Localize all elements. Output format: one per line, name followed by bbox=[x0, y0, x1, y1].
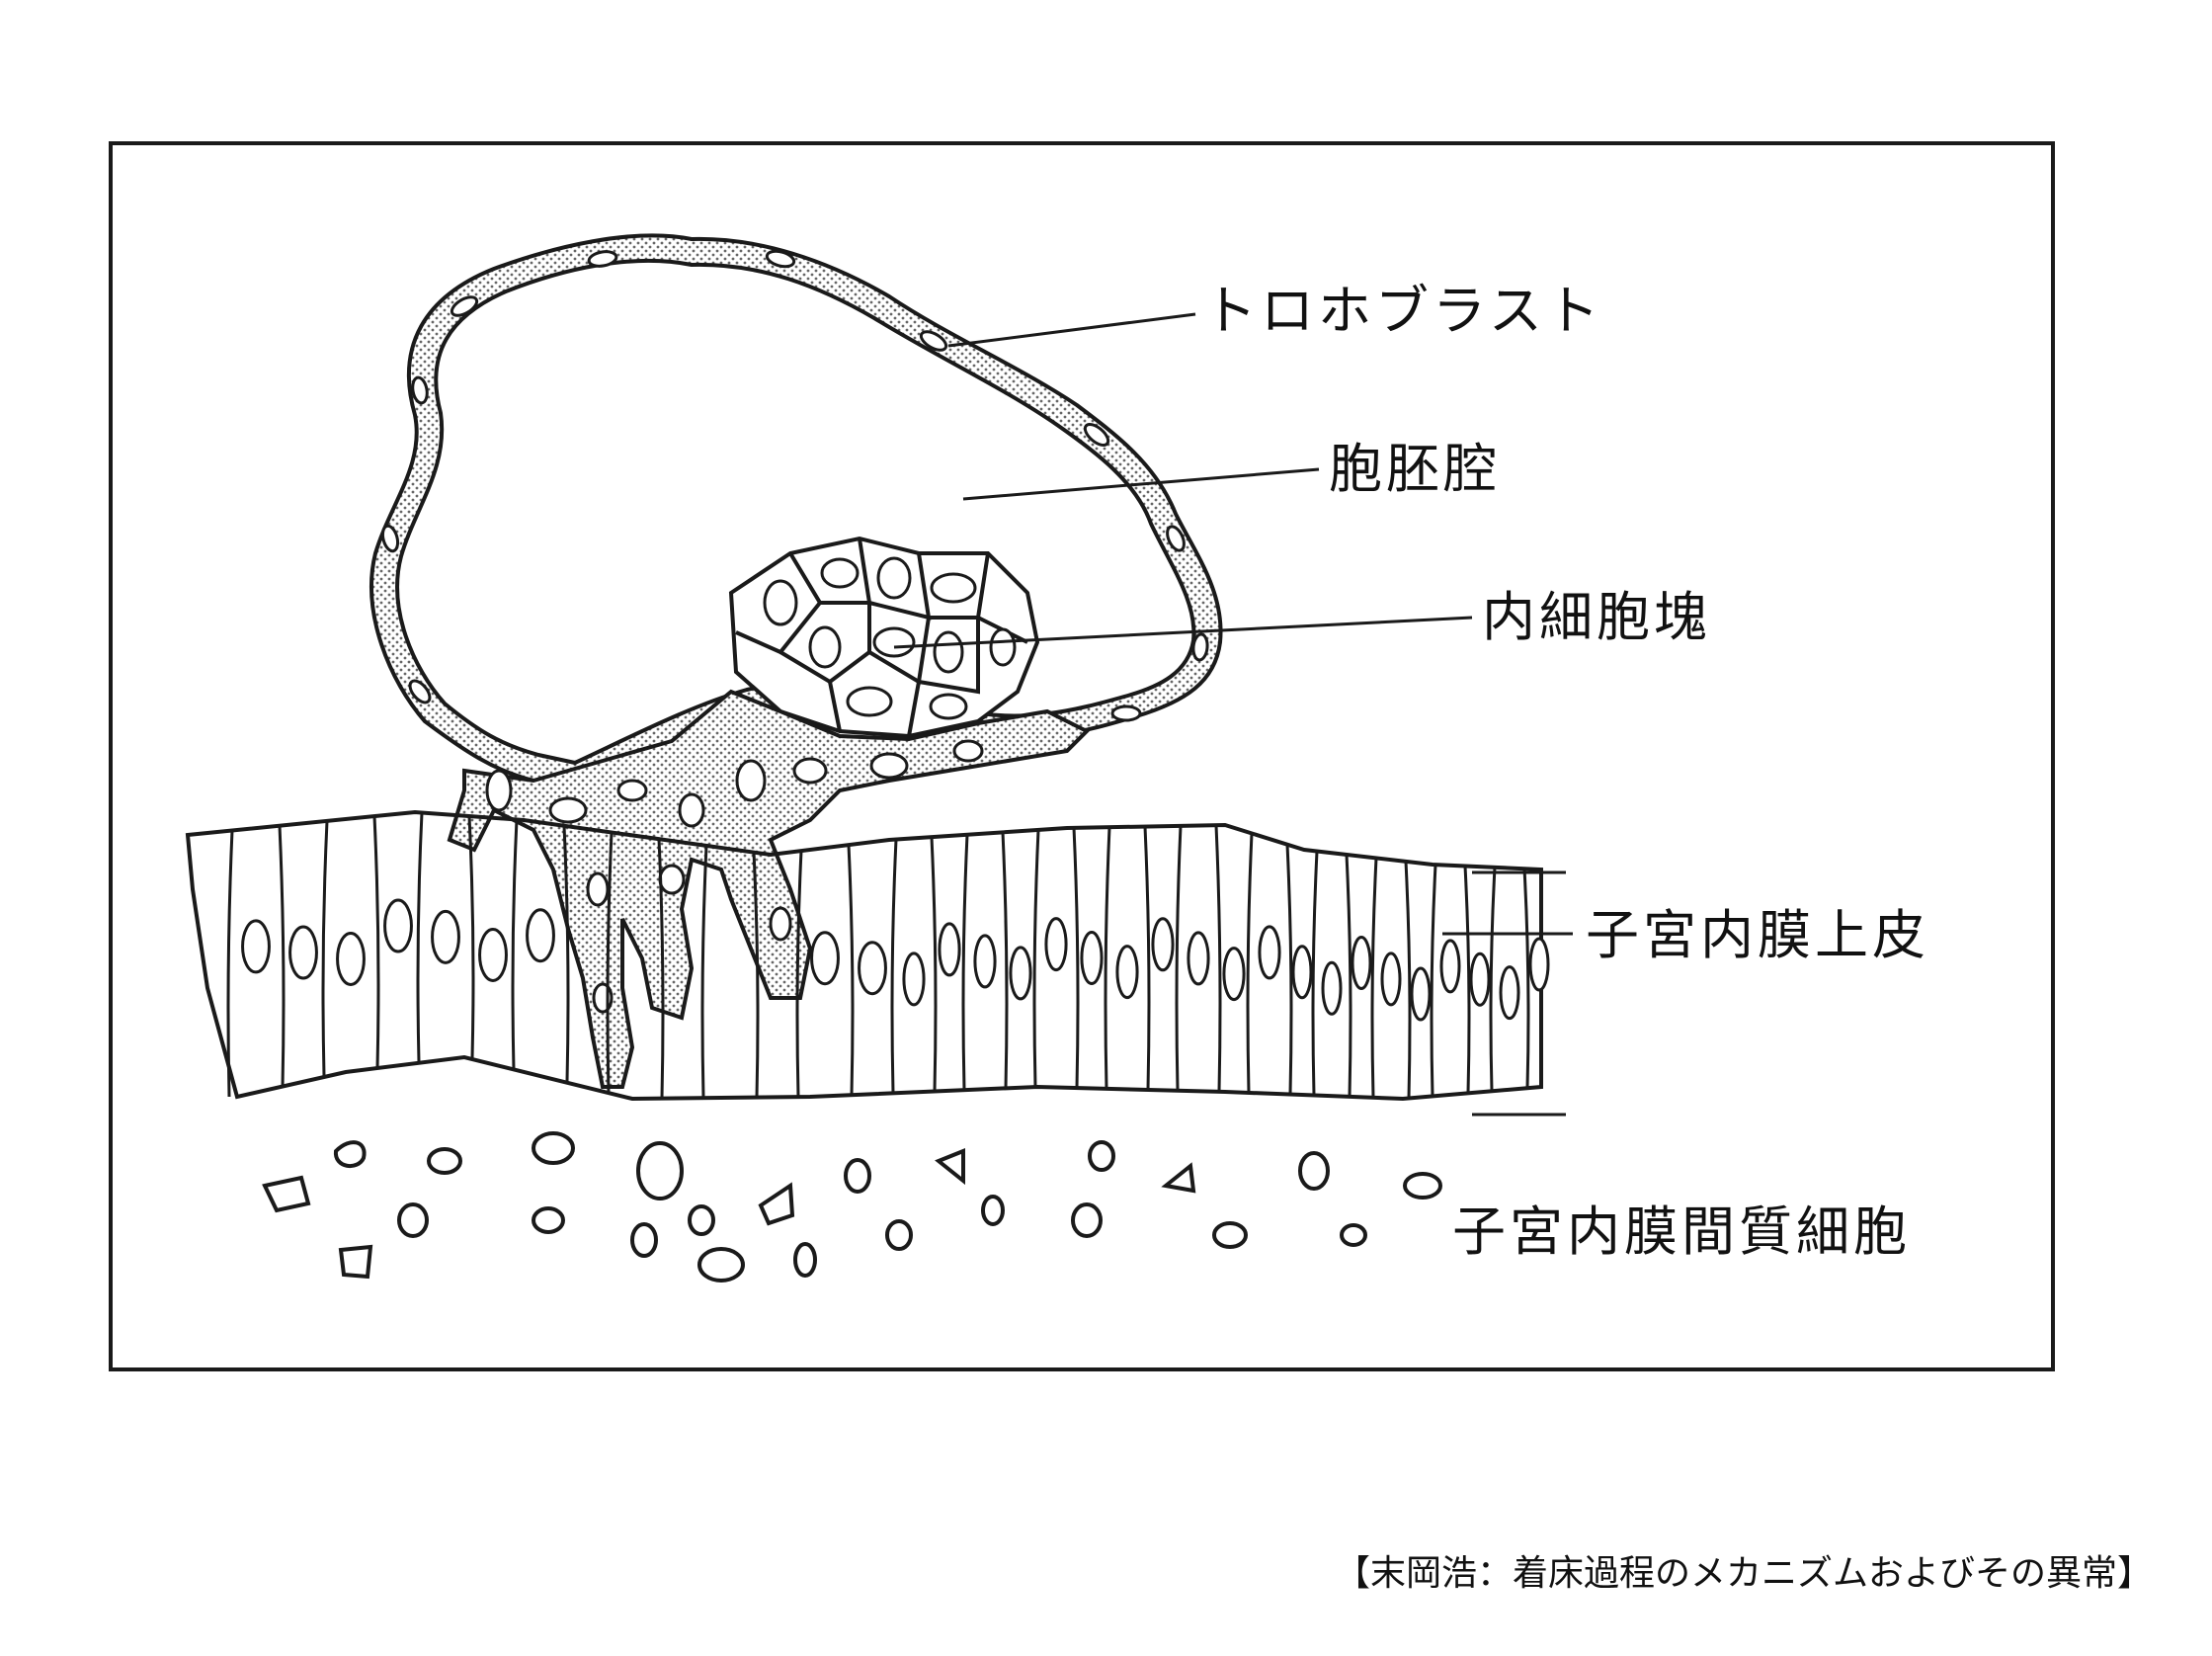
inner-cell-mass bbox=[728, 536, 1040, 739]
epithelial-nucleus bbox=[1009, 946, 1032, 1001]
epithelial-cell-wall bbox=[226, 830, 234, 1098]
epithelial-nucleus bbox=[383, 898, 413, 953]
epithelial-cell-wall bbox=[1175, 825, 1183, 1091]
epithelial-cell-wall bbox=[1370, 858, 1378, 1098]
epithelial-cell-wall bbox=[1001, 832, 1009, 1089]
epithelial-nucleus bbox=[1321, 960, 1343, 1016]
epithelial-cell-wall bbox=[1104, 827, 1111, 1089]
label-blastocoel: 胞胚腔 bbox=[1329, 438, 1501, 500]
stromal-cells bbox=[262, 1131, 1442, 1283]
epithelial-nucleus bbox=[1044, 917, 1068, 972]
epithelial-nucleus bbox=[858, 941, 887, 996]
epithelial-nucleus bbox=[1499, 965, 1520, 1021]
epithelial-nucleus bbox=[1380, 952, 1402, 1007]
epithelial-cell-wall bbox=[278, 825, 286, 1088]
epithelial-cell-wall bbox=[372, 816, 380, 1069]
epithelial-cell-wall bbox=[606, 832, 614, 1094]
epithelial-nucleus bbox=[1151, 917, 1175, 972]
epithelial-nucleus bbox=[938, 922, 961, 977]
invading-nuclei bbox=[485, 739, 984, 1014]
label-inner-cell-mass: 内細胞塊 bbox=[1482, 586, 1711, 648]
epithelial-nucleus bbox=[1291, 945, 1313, 1000]
epithelial-cell-wall bbox=[890, 839, 898, 1094]
epithelial-nucleus bbox=[526, 908, 555, 963]
label-trophoblast: トロホブラスト bbox=[1203, 280, 1603, 342]
epithelial-nucleus bbox=[973, 934, 997, 989]
epithelial-nucleus bbox=[1115, 945, 1139, 1000]
epithelial-cell-wall bbox=[1072, 827, 1080, 1089]
epithelial-nucleus bbox=[1439, 939, 1461, 994]
epithelial-cell-wall bbox=[795, 851, 803, 1098]
epithelial-nucleus bbox=[1080, 930, 1104, 985]
epithelial-nucleus bbox=[1351, 936, 1372, 991]
epithelial-cell-wall bbox=[961, 834, 969, 1091]
epithelial-cell-wall bbox=[930, 837, 938, 1092]
epithelial-cell-wall bbox=[1430, 865, 1437, 1097]
epithelial-cell-wall bbox=[321, 820, 329, 1077]
leader-lines bbox=[893, 312, 1573, 1117]
epithelial-cell-wall bbox=[657, 839, 665, 1099]
epithelial-cell-wall bbox=[562, 825, 570, 1082]
epithelial-cell-wall bbox=[1345, 854, 1352, 1097]
epithelial-cell-wall bbox=[1285, 844, 1293, 1095]
epithelial-cell-wall bbox=[752, 852, 760, 1098]
epithelial-cell-wall bbox=[1214, 825, 1222, 1092]
epithelial-cell-wall bbox=[1463, 866, 1471, 1094]
epithelial-nucleus bbox=[1187, 931, 1210, 986]
epithelial-nucleus bbox=[1258, 925, 1281, 980]
epithelial-cells bbox=[226, 812, 1530, 1099]
epithelial-nucleus bbox=[810, 931, 840, 986]
epithelial-nucleus bbox=[1528, 937, 1550, 992]
label-endometrial-stromal-cells: 子宮内膜間質細胞 bbox=[1452, 1201, 1911, 1263]
epithelial-cell-wall bbox=[511, 819, 519, 1071]
label-endometrial-epithelium: 子宮内膜上皮 bbox=[1586, 904, 1929, 966]
epithelial-nucleus bbox=[241, 919, 271, 974]
epithelial-cell-wall bbox=[1404, 861, 1412, 1099]
epithelial-cell-wall bbox=[847, 845, 855, 1096]
inner-cell-nuclei bbox=[763, 556, 1017, 720]
epithelial-cell-wall bbox=[1522, 869, 1530, 1089]
leader-trophoblast bbox=[947, 312, 1196, 348]
epithelial-nucleus bbox=[1410, 966, 1432, 1022]
epithelial-nucleus bbox=[1222, 947, 1246, 1002]
epithelial-cell-wall bbox=[1032, 829, 1040, 1088]
epithelial-nucleus bbox=[902, 952, 926, 1007]
epithelial-nucleus bbox=[1469, 952, 1491, 1007]
epithelial-nucleus bbox=[288, 925, 318, 980]
leader-inner-cell-mass bbox=[893, 616, 1473, 649]
leader-blastocoel bbox=[962, 467, 1320, 501]
endometrial-epithelium bbox=[185, 809, 1550, 1102]
figure-caption: 【末岡浩：着床過程のメカニズムおよびその異常】 bbox=[1334, 1553, 2153, 1594]
epithelial-nuclei bbox=[241, 898, 1550, 1022]
epithelial-nucleus bbox=[478, 927, 508, 982]
trophoblast-nuclei bbox=[380, 249, 1209, 722]
epithelial-cell-wall bbox=[1489, 867, 1497, 1092]
epithelial-nucleus bbox=[336, 931, 366, 986]
epithelial-cell-wall bbox=[1143, 826, 1151, 1090]
epithelial-cell-wall bbox=[1311, 851, 1319, 1096]
invading-trophoblast bbox=[447, 689, 1091, 1089]
epithelial-cell-wall bbox=[467, 815, 475, 1059]
epithelial-cell-wall bbox=[1246, 833, 1254, 1094]
epithelial-cell-wall bbox=[700, 845, 708, 1099]
epithelial-cell-wall bbox=[416, 812, 424, 1063]
epithelial-nucleus bbox=[431, 909, 460, 964]
